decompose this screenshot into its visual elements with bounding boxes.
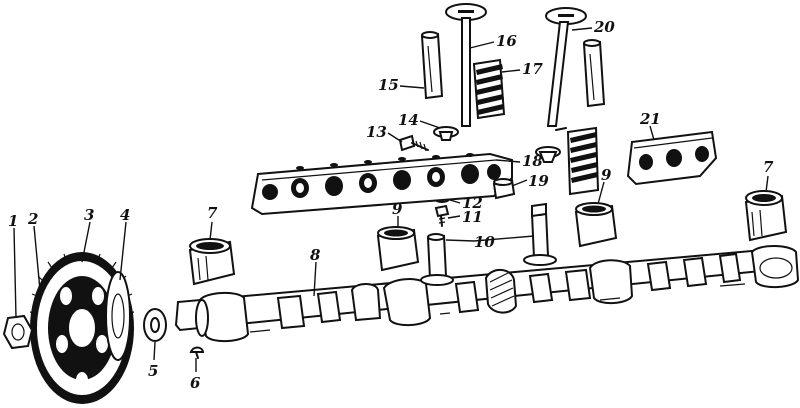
label-9-left: 9 (392, 200, 403, 218)
label-18: 18 (522, 152, 543, 170)
label-14: 14 (398, 111, 419, 129)
label-3: 3 (84, 206, 94, 224)
leader-lines (13, 27, 769, 372)
label-8: 8 (310, 246, 321, 264)
label-19: 19 (528, 172, 549, 190)
tappet-right (523, 202, 557, 266)
label-10: 10 (474, 233, 495, 251)
spring-retainer (433, 126, 459, 141)
label-7-rear: 7 (763, 158, 774, 176)
tappet-bolt (434, 204, 450, 227)
label-21: 21 (639, 110, 661, 128)
tappet-guide-block (250, 152, 513, 216)
label-12: 12 (462, 194, 483, 212)
bushing-front (188, 238, 236, 286)
camshaft (174, 245, 800, 342)
adjusting-screw (398, 134, 429, 152)
label-15: 15 (378, 76, 399, 94)
label-16: 16 (496, 32, 517, 50)
valve-spring-right (566, 126, 600, 196)
label-11: 11 (462, 208, 483, 226)
label-13: 13 (366, 123, 387, 141)
valve-spring-left (472, 58, 506, 120)
timing-gear (29, 252, 135, 404)
label-20: 20 (593, 18, 615, 36)
spring-seat-washer (492, 178, 516, 200)
label-9-right: 9 (601, 166, 612, 184)
label-1: 1 (8, 212, 18, 230)
valve-guide-right (582, 39, 606, 108)
gear-nut (2, 314, 34, 350)
bushing-rear (744, 190, 788, 242)
label-2: 2 (27, 210, 38, 228)
bushing-center-right (574, 202, 618, 248)
label-6: 6 (190, 374, 201, 392)
tappet-guide-block-rear (626, 130, 718, 186)
bushing-center-left (376, 226, 420, 272)
retainer-right (535, 146, 561, 163)
label-4: 4 (120, 206, 130, 224)
valve-guide-left (420, 31, 444, 100)
part-labels: 1 2 3 4 5 6 7 7 8 9 9 10 11 12 13 14 15 … (8, 18, 774, 392)
tappet-left (420, 233, 454, 286)
valve-right (545, 7, 587, 127)
thrust-washer (143, 308, 167, 342)
label-5: 5 (148, 362, 158, 380)
key (189, 346, 205, 359)
label-7-front: 7 (207, 204, 218, 222)
valve-left (445, 3, 487, 127)
label-17: 17 (522, 60, 543, 78)
